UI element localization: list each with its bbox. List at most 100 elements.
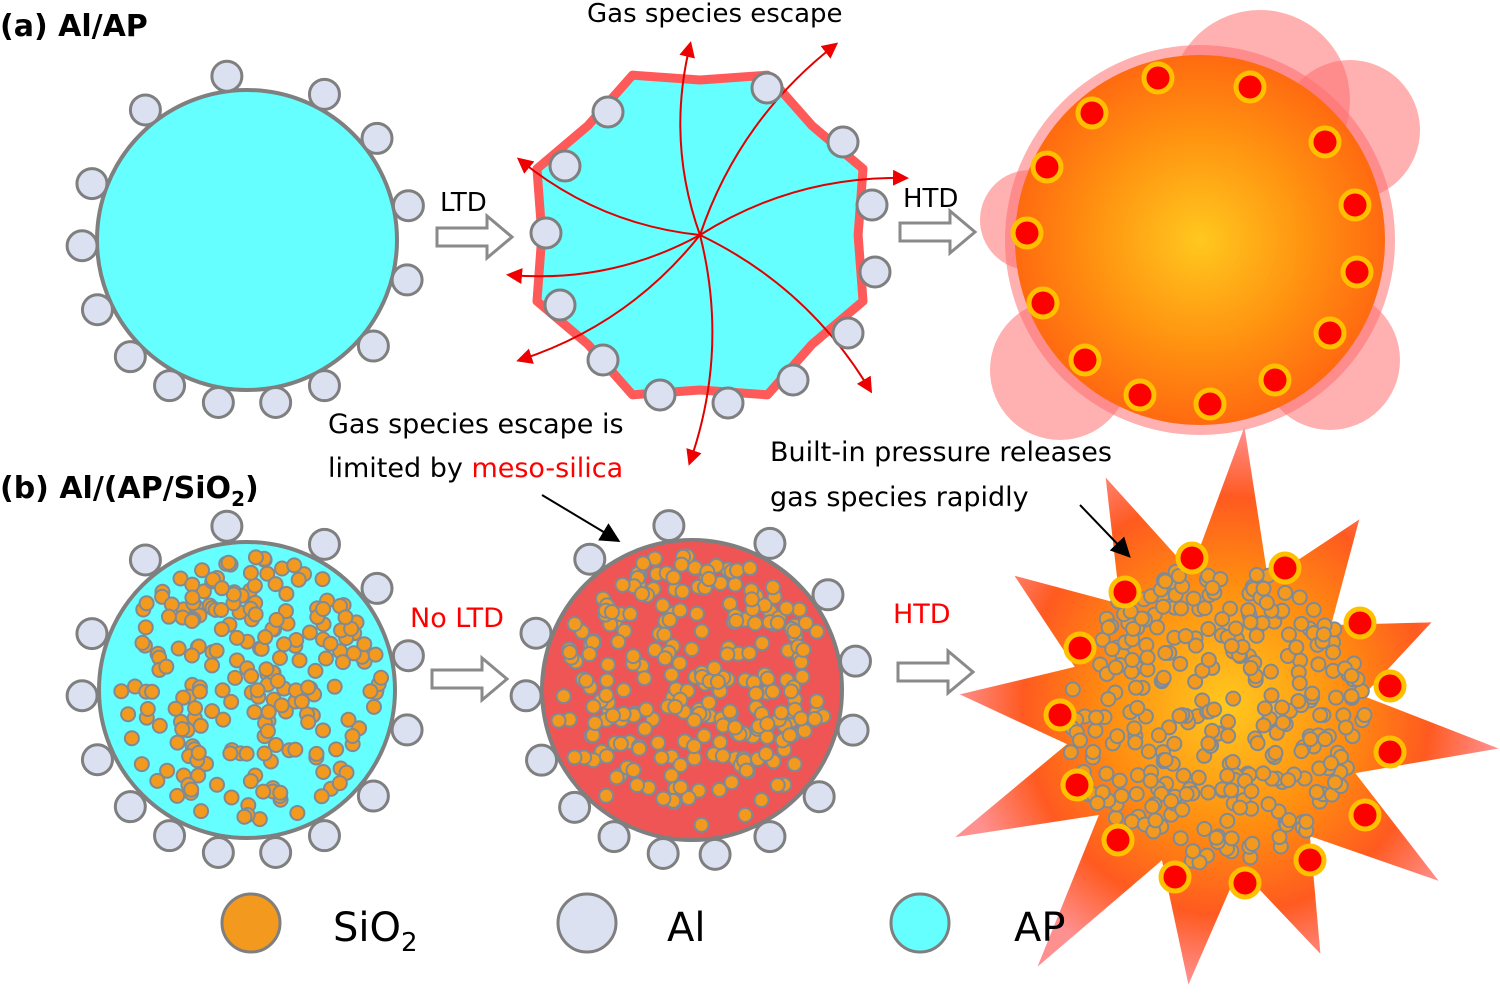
sio2-particle — [174, 721, 191, 738]
sio2-particle — [213, 621, 230, 638]
sio2-particle — [625, 762, 642, 779]
sio2-particle — [1328, 689, 1345, 706]
sio2-particle — [227, 669, 244, 686]
al-particle — [65, 679, 99, 713]
sio2-particle — [1173, 600, 1190, 617]
sio2-particle — [1293, 615, 1310, 632]
sio2-particle — [255, 783, 272, 800]
sio2-particle — [1222, 600, 1239, 617]
burning-al-particle — [1108, 575, 1142, 609]
sio2-particle — [113, 683, 130, 700]
sio2-particle — [289, 804, 306, 821]
sio2-particle — [356, 636, 373, 653]
burning-al-particle — [1175, 541, 1209, 575]
al-particle — [509, 679, 543, 713]
al-particle — [210, 509, 244, 543]
sio2-particle — [260, 703, 277, 720]
note-prefix: limited by — [328, 453, 471, 484]
gas-escape-path — [679, 41, 701, 236]
sio2-particle — [326, 678, 343, 695]
sio2-particle — [663, 666, 680, 683]
sio2-particle — [1291, 675, 1308, 692]
sio2-particle — [1125, 620, 1142, 637]
sio2-particle — [797, 614, 814, 631]
sio2-particle — [764, 683, 781, 700]
al-particle — [643, 378, 677, 412]
sio2-particle — [721, 703, 738, 720]
panel-b-label: (b) Al/(AP/SiO2) — [0, 471, 259, 511]
sio2-particle — [1155, 598, 1172, 615]
legend-sio2-swatch — [220, 892, 282, 954]
sio2-particle — [120, 706, 137, 723]
burning-particle — [1015, 55, 1385, 425]
sio2-particle — [773, 704, 790, 721]
sio2-particle — [1171, 708, 1188, 725]
sio2-particle — [1100, 691, 1117, 708]
al-particle — [698, 837, 732, 871]
al-particle — [356, 329, 390, 363]
sio2-particle — [1200, 621, 1217, 638]
note-pressure-line1: Built-in pressure releases — [770, 437, 1112, 468]
al-particle — [836, 713, 870, 747]
sio2-particle — [208, 642, 225, 659]
sio2-particle — [287, 741, 304, 758]
al-particle — [391, 639, 425, 673]
sio2-particle — [1172, 655, 1189, 672]
burning-al-particle — [1141, 61, 1175, 95]
sio2-particle — [1200, 735, 1217, 752]
sio2-particle — [1337, 719, 1354, 736]
sio2-particle — [300, 679, 317, 696]
sio2-particle — [555, 688, 572, 705]
sio2-particle — [1200, 784, 1217, 801]
al-particle — [80, 293, 114, 327]
al-particle — [597, 820, 631, 854]
burning-al-particle — [1373, 669, 1407, 703]
al-particle — [360, 121, 394, 155]
sio2-particle — [159, 762, 176, 779]
sio2-particle — [1258, 594, 1275, 611]
al-particle — [573, 542, 607, 576]
sio2-particle — [743, 591, 760, 608]
sio2-particle — [622, 605, 639, 622]
sio2-particle — [139, 701, 156, 718]
gas-escape-path — [699, 42, 839, 236]
sio2-particle — [727, 576, 744, 593]
al-particle — [591, 95, 625, 129]
sio2-particle — [1275, 714, 1292, 731]
sio2-particle — [1172, 830, 1189, 847]
al-particle — [750, 71, 784, 105]
sio2-particle — [566, 615, 583, 632]
sio2-particle — [1133, 610, 1150, 627]
sio2-particle — [220, 554, 237, 571]
al-particle — [65, 229, 99, 263]
burning-al-particle — [1123, 378, 1157, 412]
sio2-particle — [1107, 659, 1124, 676]
sio2-particle — [1281, 812, 1298, 829]
al-particle — [558, 790, 592, 824]
no-ltd-arrow — [430, 654, 510, 704]
sio2-particle — [273, 697, 290, 714]
sio2-particle — [741, 645, 758, 662]
al-particle — [826, 125, 860, 159]
burning-al-particle — [1158, 860, 1192, 894]
sio2-particle — [1323, 755, 1340, 772]
sio2-particle — [257, 629, 274, 646]
sio2-particle — [137, 619, 154, 636]
sio2-particle — [1327, 774, 1344, 791]
al-particle — [711, 386, 745, 420]
burning-al-particle — [1010, 216, 1044, 250]
sio2-particle — [1219, 812, 1236, 829]
sio2-particle — [672, 757, 689, 774]
sio2-particle — [183, 781, 200, 798]
al-particle — [519, 616, 553, 650]
sio2-particle — [706, 660, 723, 677]
sio2-particle — [1064, 681, 1081, 698]
sio2-particle — [628, 777, 645, 794]
sio2-particle — [315, 722, 332, 739]
sio2-particle — [1208, 829, 1225, 846]
al-particle — [390, 713, 424, 747]
al-particle — [259, 835, 293, 869]
al-particle — [525, 743, 559, 777]
sio2-particle — [566, 749, 583, 766]
burning-al-particle — [1101, 823, 1135, 857]
